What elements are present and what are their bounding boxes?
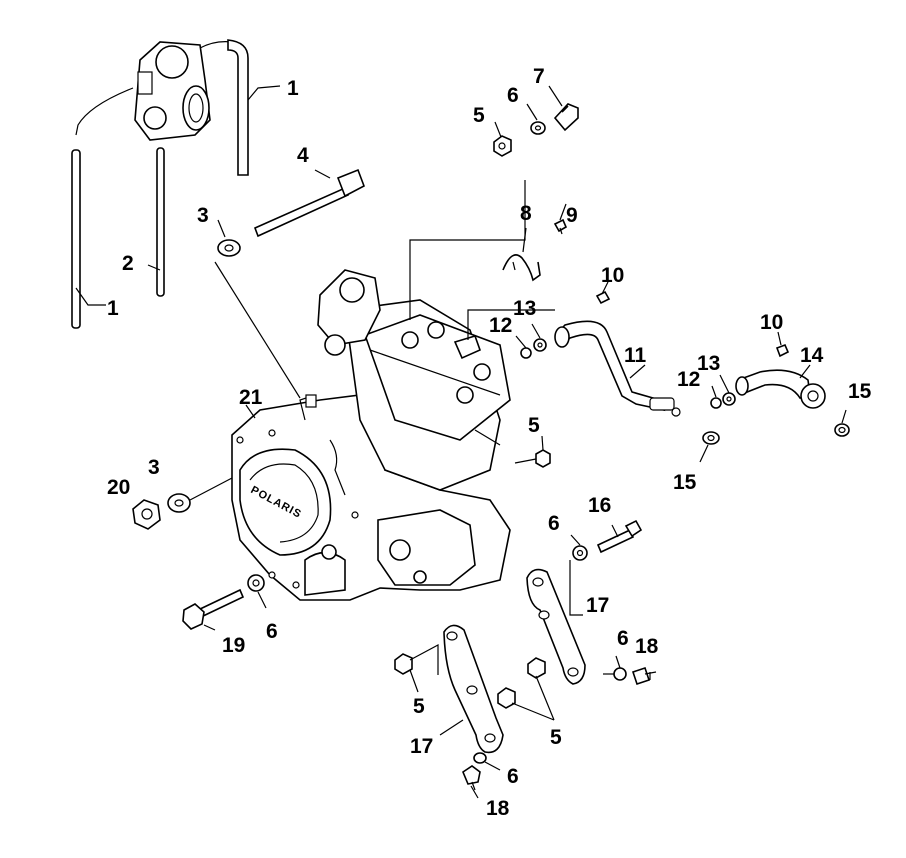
callout-9: 9 [566, 204, 578, 227]
callout-5-lower-right: 5 [550, 726, 562, 749]
through-bolt-4 [253, 168, 365, 238]
bracket-17-upper [526, 568, 586, 685]
bolt-7 [553, 103, 579, 132]
callout-1-lower: 1 [107, 297, 119, 320]
callout-17-lower: 17 [410, 735, 433, 758]
washer-3-upper [217, 239, 241, 257]
callout-2: 2 [122, 252, 134, 275]
nut-20 [132, 499, 161, 530]
washer-12-right [710, 397, 722, 409]
nut-5-lower-right [497, 687, 516, 709]
coolant-tube-14 [735, 369, 826, 409]
callout-6-top: 6 [507, 84, 519, 107]
washer-13-left [533, 338, 547, 352]
callout-5-engine: 5 [528, 414, 540, 437]
nut-5-lower-left [394, 653, 413, 675]
callout-12-left: 12 [489, 314, 512, 337]
callout-6-mid: 6 [548, 512, 560, 535]
callout-6-right: 6 [617, 627, 629, 650]
hose-clamp-15-left [702, 431, 720, 445]
hose-clamp-15-right [834, 423, 850, 437]
washer-6-left [247, 574, 265, 592]
callout-13-right: 13 [697, 352, 720, 375]
callout-7: 7 [533, 65, 545, 88]
callout-3-lower: 3 [148, 456, 160, 479]
bolt-18-bottom [462, 765, 481, 791]
screw-10-left [595, 290, 611, 305]
clamp-8 [502, 254, 541, 282]
vent-hose-2 [156, 147, 165, 297]
carburetor [75, 41, 233, 141]
callout-15-right: 15 [848, 380, 872, 403]
callout-1-upper: 1 [287, 77, 299, 100]
callout-8: 8 [520, 202, 532, 225]
callout-4: 4 [297, 144, 309, 167]
washer-6-top [530, 121, 546, 135]
washer-6-mid [572, 545, 588, 561]
washer-12-left [520, 347, 532, 359]
callout-21: 21 [239, 386, 263, 409]
screw-10-right [775, 343, 790, 358]
engine-assembly [231, 269, 511, 601]
bolt-18-right [631, 666, 657, 686]
callout-6-bottom: 6 [507, 765, 519, 788]
nut-5-lower-mid [527, 657, 546, 679]
callout-16: 16 [588, 494, 611, 517]
screw-9 [553, 218, 568, 235]
coolant-tube-11 [554, 320, 681, 417]
callout-labels: 1 1 2 3 3 4 5 5 5 5 6 6 6 6 6 7 8 9 10 1… [107, 65, 872, 820]
callout-11: 11 [624, 344, 647, 367]
nut-5-engine-side [535, 449, 551, 468]
fuel-hose-1-top [227, 39, 249, 176]
bracket-17-lower [443, 624, 504, 754]
callout-5-top: 5 [473, 104, 485, 127]
callout-10-left: 10 [601, 264, 624, 287]
callout-10-right: 10 [760, 311, 783, 334]
washer-6-right [613, 667, 627, 681]
leader-lines [75, 85, 847, 799]
callout-20: 20 [107, 476, 130, 499]
callout-13-left: 13 [513, 297, 536, 320]
bolt-16 [596, 519, 643, 554]
callout-18-bottom: 18 [486, 797, 510, 820]
callout-12-right: 12 [677, 368, 700, 391]
callout-19: 19 [222, 634, 245, 657]
callout-15-left: 15 [673, 471, 697, 494]
callout-17-upper: 17 [586, 594, 609, 617]
bolt-19 [182, 588, 245, 630]
vent-hose-1-left [71, 149, 81, 329]
callout-3-upper: 3 [197, 204, 209, 227]
washer-13-right [722, 392, 736, 406]
callout-6-left: 6 [266, 620, 278, 643]
nut-5-top [493, 135, 512, 157]
washer-6-bottom [473, 752, 487, 764]
callout-18-right: 18 [635, 635, 659, 658]
callout-5-lower-left: 5 [413, 695, 425, 718]
washer-3-lower [167, 493, 191, 513]
callout-14: 14 [800, 344, 824, 367]
